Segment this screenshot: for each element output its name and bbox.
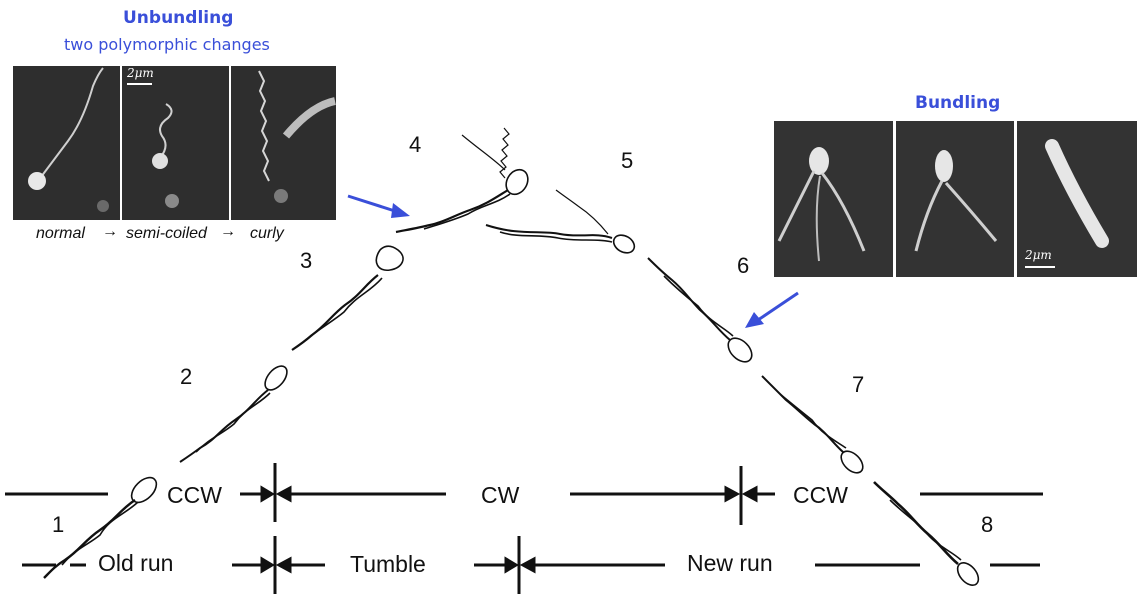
scale-label-bundling: 2μm (1025, 248, 1052, 262)
unbundling-title: Unbundling (123, 8, 234, 28)
stage-number-8: 8 (981, 512, 994, 537)
bacterium-5 (485, 189, 636, 254)
bacterium-2 (179, 365, 288, 463)
label-curly: curly (250, 225, 284, 242)
blue-arrow-bundling (745, 291, 799, 328)
bacterium-4 (395, 127, 529, 234)
micrograph-bundling-3: 2μm (1017, 121, 1137, 277)
unbundling-subtitle: two polymorphic changes (64, 35, 270, 54)
bundling-title: Bundling (915, 93, 1001, 113)
bacterium-1 (43, 476, 158, 579)
rotation-label-left: CCW (167, 482, 222, 508)
micrograph-curly (231, 66, 336, 220)
scale-label-unbundling: 2μm (127, 66, 154, 80)
bundling-image-3 (1017, 121, 1137, 277)
phase-label-new-run: New run (687, 550, 773, 576)
stage-number-5: 5 (621, 148, 634, 173)
bacterium-6 (647, 257, 753, 363)
micrograph-bundling-2 (896, 121, 1014, 277)
stage-number-4: 4 (409, 132, 422, 157)
label-semi-coiled: semi-coiled (126, 225, 207, 242)
micrograph-bundling-1 (774, 121, 893, 277)
flagellum-semi-coiled-image (122, 66, 229, 220)
phase-timeline (22, 536, 1040, 594)
flagellum-normal-image (13, 66, 120, 220)
rotation-timeline (5, 463, 1043, 525)
arrow-normal-semi: → (102, 223, 118, 240)
stage-number-2: 2 (180, 364, 193, 389)
phase-label-old-run: Old run (98, 550, 174, 576)
bacterium-7 (761, 375, 864, 474)
stage-number-6: 6 (737, 253, 750, 278)
micrograph-normal (13, 66, 120, 220)
bacterium-8 (873, 481, 980, 587)
micrograph-semi-coiled: 2μm (122, 66, 229, 220)
stage-number-7: 7 (852, 372, 865, 397)
stage-number-1: 1 (52, 512, 65, 537)
phase-label-tumble: Tumble (350, 551, 426, 577)
blue-arrow-unbundling (347, 194, 410, 218)
label-normal: normal (36, 225, 85, 242)
rotation-label-right: CCW (793, 482, 848, 508)
bacterium-3 (291, 245, 404, 351)
stage-number-3: 3 (300, 248, 313, 273)
bundling-image-2 (896, 121, 1014, 277)
bundling-image-1 (774, 121, 893, 277)
flagellum-curly-image (231, 66, 336, 220)
rotation-label-middle: CW (481, 482, 520, 508)
arrow-semi-curly: → (220, 223, 236, 240)
